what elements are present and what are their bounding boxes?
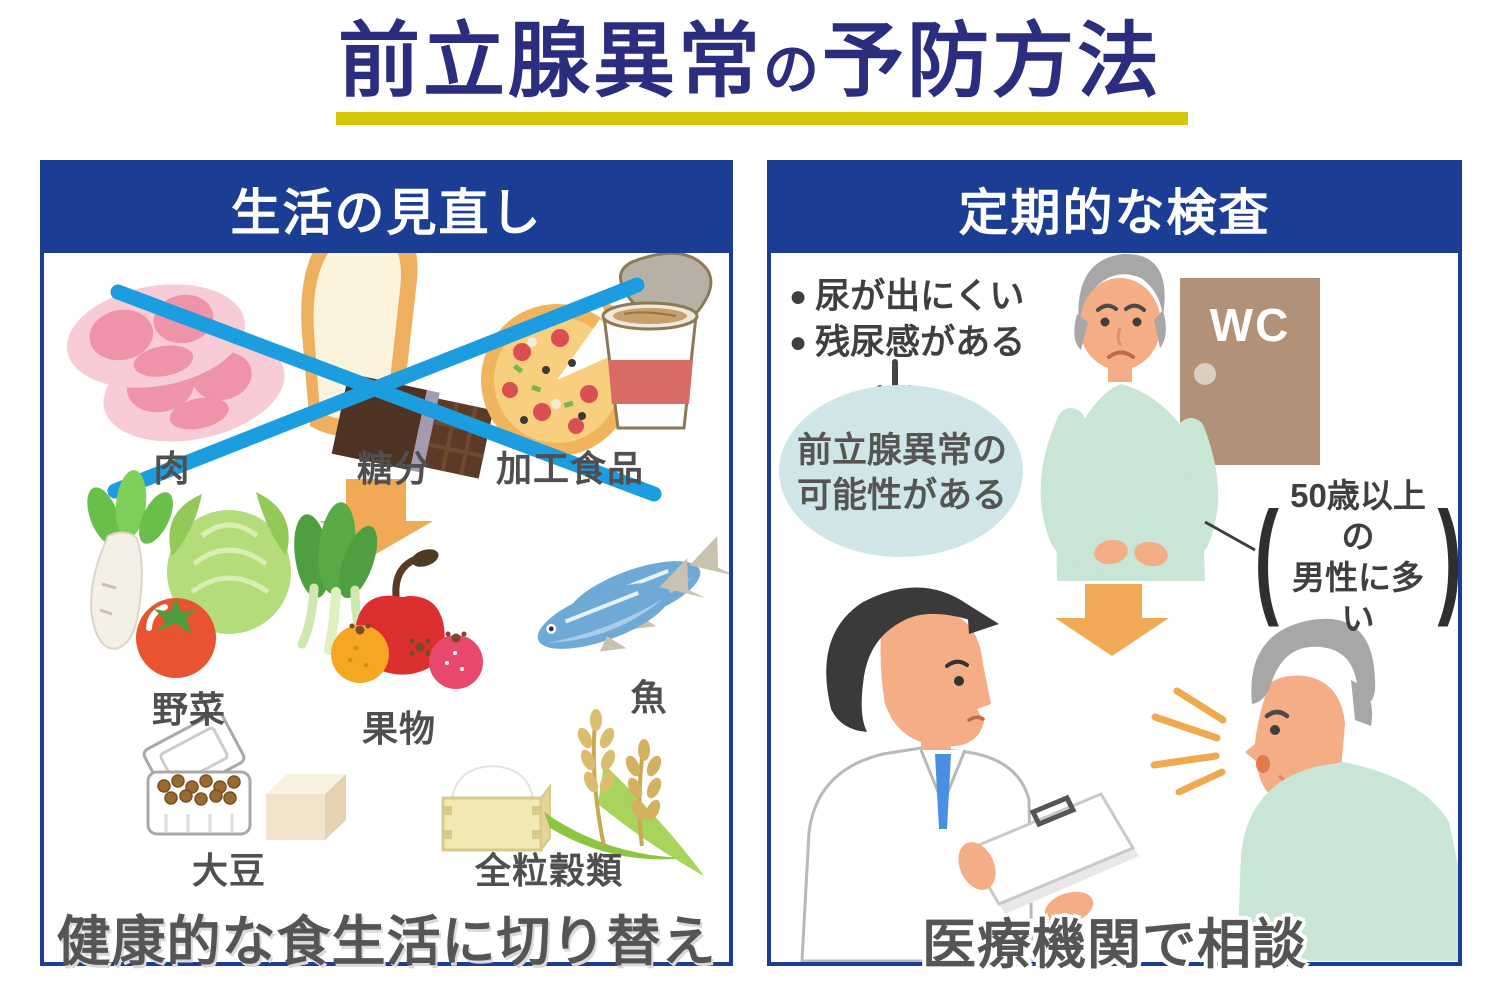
down-arrow-icon bbox=[1055, 584, 1169, 656]
label-fruits: 果物 bbox=[361, 708, 436, 749]
page-title: 前立腺異常の予防方法 bbox=[0, 18, 1500, 104]
patient-illustration bbox=[1237, 618, 1458, 961]
orange-icon bbox=[331, 623, 389, 683]
paren-open: ( bbox=[1254, 485, 1279, 629]
label-vegetables: 野菜 bbox=[151, 689, 226, 730]
speech-lines-icon bbox=[1150, 687, 1227, 796]
symptom-list: ● 尿が出にくい ● 残尿感がある bbox=[789, 274, 1025, 366]
rice-masu-icon bbox=[441, 764, 551, 853]
elderly-man-wc-illustration bbox=[1040, 253, 1219, 581]
daikon-icon bbox=[87, 470, 173, 650]
lifestyle-illustration bbox=[66, 210, 729, 876]
checkup-caption: 医療機関で相談 bbox=[922, 915, 1307, 975]
panel-checkup: 定期的な検査 bbox=[767, 160, 1462, 975]
panel-lifestyle-title: 生活の見直し bbox=[230, 184, 543, 241]
panel-checkup-title: 定期的な検査 bbox=[958, 184, 1271, 241]
title-part2: 予防方法 bbox=[822, 13, 1163, 109]
tofu-icon bbox=[266, 774, 346, 840]
paren-close: ) bbox=[1437, 485, 1462, 629]
doctor-illustration bbox=[800, 587, 1139, 962]
age-note-line2: 男性に多い bbox=[1292, 559, 1424, 637]
age-note-text: 50歳以上の 男性に多い bbox=[1286, 475, 1429, 639]
label-processed: 加工食品 bbox=[495, 448, 644, 489]
prohibition-cross-icon bbox=[107, 277, 662, 502]
cup-noodle-icon bbox=[601, 251, 713, 430]
note-connector-line bbox=[1204, 520, 1256, 552]
possibility-line1: 前立腺異常の bbox=[796, 431, 1007, 470]
wc-door-label: WC bbox=[1209, 299, 1291, 351]
panel-lifestyle-header: 生活の見直し bbox=[44, 164, 729, 253]
label-soybeans: 大豆 bbox=[191, 850, 266, 891]
panel-lifestyle: 生活の見直し bbox=[40, 160, 733, 972]
title-part1: 前立腺異常 bbox=[337, 13, 763, 109]
panel-checkup-header: 定期的な検査 bbox=[771, 164, 1458, 253]
possibility-line2: 可能性がある bbox=[796, 476, 1007, 515]
checkup-illustration bbox=[779, 253, 1458, 962]
possibility-text: 前立腺異常の 可能性がある bbox=[773, 428, 1031, 518]
bullet-icon: ● bbox=[789, 326, 808, 359]
title-underline bbox=[336, 112, 1188, 125]
natto-icon bbox=[142, 711, 252, 836]
age-note-line1: 50歳以上の bbox=[1290, 477, 1426, 555]
title-particle: の bbox=[763, 37, 822, 103]
label-wholegrains: 全粒穀類 bbox=[474, 850, 623, 891]
symptom-item: ● 尿が出にくい bbox=[789, 274, 1025, 320]
label-sugar: 糖分 bbox=[356, 448, 431, 489]
bullet-icon: ● bbox=[789, 280, 808, 313]
label-fish: 魚 bbox=[630, 677, 668, 718]
label-meat: 肉 bbox=[153, 448, 191, 489]
tomato-icon bbox=[136, 598, 216, 678]
leafy-greens-icon bbox=[294, 502, 378, 655]
age-note: ( 50歳以上の 男性に多い ) bbox=[1247, 477, 1469, 637]
fish-icon bbox=[537, 536, 729, 652]
lifestyle-caption: 健康的な食生活に切り替え bbox=[56, 912, 717, 972]
strawberry-icon bbox=[429, 631, 483, 689]
wheat-icon bbox=[544, 709, 704, 876]
symptom-item: ● 残尿感がある bbox=[789, 320, 1025, 366]
possibility-bubble bbox=[779, 385, 1023, 557]
symptom-text: 残尿感がある bbox=[815, 323, 1026, 362]
symptom-text: 尿が出にくい bbox=[815, 277, 1025, 316]
cabbage-icon bbox=[167, 492, 291, 634]
